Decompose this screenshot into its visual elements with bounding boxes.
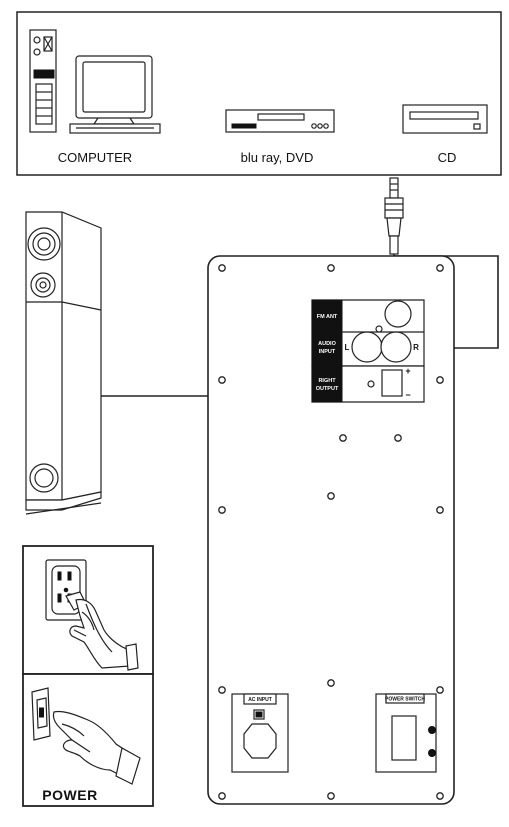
hand-plugging-icon: [65, 591, 139, 671]
ac-input-label: AC INPUT: [248, 697, 272, 703]
subwoofer-back-panel: FM ANT AUDIO INPUT L R RIGHT OUTPUT + − …: [207, 255, 455, 805]
right-output-label-line2: OUTPUT: [316, 386, 339, 392]
audio-jack-plug-icon: [384, 177, 404, 255]
computer-label: COMPUTER: [58, 150, 132, 165]
cd-label: CD: [438, 150, 457, 165]
fuse-holder-bottom: [428, 749, 436, 757]
fm-ant-label: FM ANT: [317, 314, 338, 320]
ac-power-socket[interactable]: [243, 723, 277, 759]
plus-sign: +: [405, 366, 410, 376]
right-output-label-line1: RIGHT: [318, 378, 336, 384]
left-channel-label: L: [345, 343, 350, 352]
bluray-player-icon: [225, 109, 335, 133]
fuse-holder-top: [428, 726, 436, 734]
power-label: POWER: [42, 787, 97, 803]
source-devices-box: COMPUTER blu ray, DVD CD: [16, 11, 502, 176]
panel-screws: [218, 264, 444, 800]
bluray-label: blu ray, DVD: [241, 150, 314, 165]
audio-input-label-line2: INPUT: [319, 349, 336, 355]
power-rocker-switch[interactable]: [391, 715, 417, 761]
rocker-switch-icon: [31, 687, 51, 741]
right-output-terminal[interactable]: [381, 369, 403, 397]
right-output-module: RIGHT OUTPUT + −: [311, 365, 425, 403]
tower-speaker-icon: [25, 211, 102, 515]
right-channel-label: R: [413, 343, 419, 352]
monitor-icon: [69, 55, 161, 134]
ac-input-module: AC INPUT: [231, 693, 289, 773]
audio-input-label-line1: AUDIO: [318, 341, 336, 347]
audio-input-left-jack[interactable]: [351, 331, 383, 363]
audio-input-right-jack[interactable]: [380, 331, 412, 363]
plug-in-step-panel: [22, 545, 154, 675]
power-switch-module: POWER SWITCH: [375, 693, 437, 773]
power-switch-label: POWER SWITCH: [385, 697, 425, 703]
computer-tower-icon: [29, 29, 57, 133]
power-step-panel: POWER: [22, 673, 154, 807]
input-terminal-module: FM ANT AUDIO INPUT L R: [311, 299, 425, 367]
minus-sign: −: [405, 390, 410, 400]
fm-antenna-jack[interactable]: [384, 300, 412, 328]
cd-player-icon: [402, 104, 488, 134]
hand-pressing-icon: [52, 710, 141, 785]
